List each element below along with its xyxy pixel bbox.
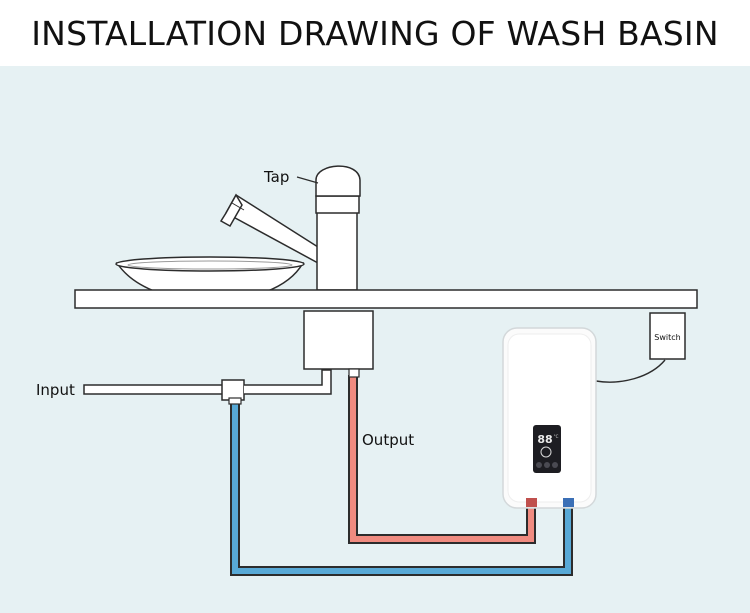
- heater-display-digits: 88: [537, 433, 552, 446]
- tap-label: Tap: [263, 168, 289, 186]
- countertop: [74, 289, 698, 309]
- undersink-box: [303, 310, 374, 370]
- tap-leader-line: [296, 176, 319, 184]
- heater-plus-button[interactable]: [552, 462, 558, 468]
- heater-minus-button[interactable]: [536, 462, 542, 468]
- faucet-body: [316, 211, 358, 291]
- title-bar: INSTALLATION DRAWING OF WASH BASIN: [0, 0, 750, 66]
- output-label: Output: [362, 431, 414, 449]
- input-pipe: [83, 384, 235, 395]
- switch-label: Switch: [654, 333, 680, 342]
- switch-box: [649, 312, 686, 360]
- diagram-title: INSTALLATION DRAWING OF WASH BASIN: [31, 13, 719, 53]
- heater-display-unit: °C: [554, 434, 559, 439]
- installation-diagram: 88 °C Tap Input Output Switch: [36, 165, 698, 576]
- heater-power-button[interactable]: [544, 462, 550, 468]
- water-heater: 88 °C: [502, 327, 597, 509]
- cold-branch-pipe: [244, 369, 332, 395]
- input-label: Input: [36, 381, 75, 399]
- heater-display-panel: [533, 425, 561, 473]
- tee-connector: [221, 379, 245, 401]
- switch-cable: [595, 359, 666, 383]
- cold-inlet-fitting: [563, 498, 574, 507]
- hot-outlet-fitting: [526, 498, 537, 507]
- faucet-handle: [315, 165, 361, 197]
- heater-indicator-icon: [540, 446, 552, 458]
